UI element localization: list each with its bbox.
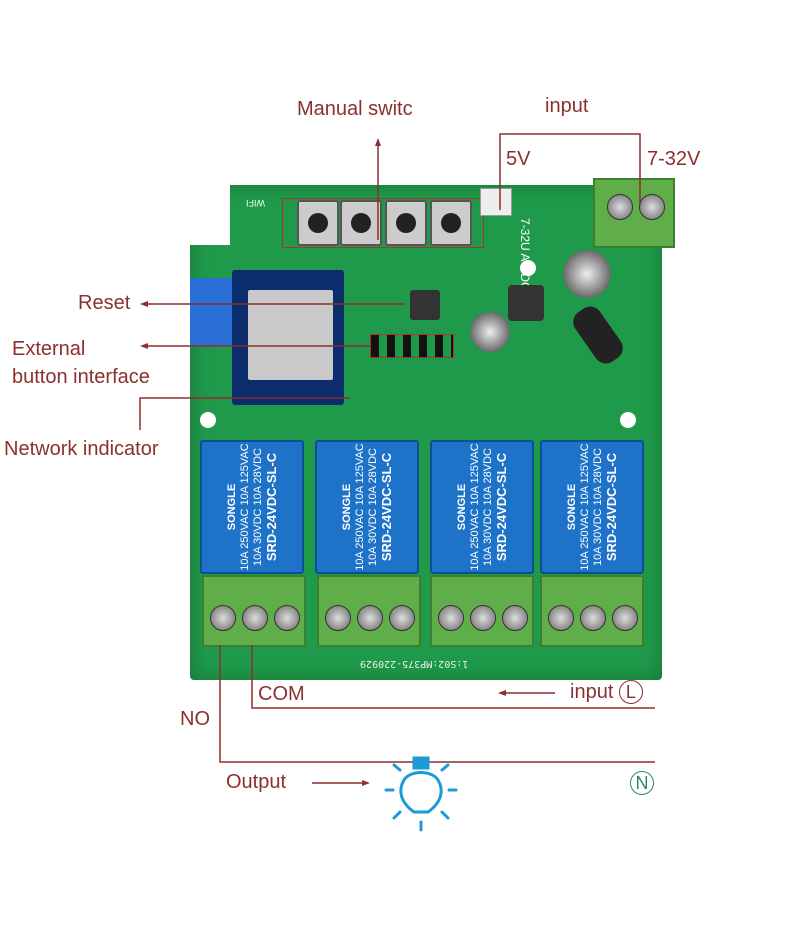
input-live-label: input L [570,680,643,704]
antenna [190,278,235,346]
manual-switch-3[interactable] [385,200,427,246]
7-32v-label: 7-32V [647,148,701,170]
external-button-label-line1: External [12,338,86,360]
manual-switch-label: Manual switc [297,98,413,120]
capacitor [470,312,510,352]
relay-terminal-3 [430,575,534,647]
neutral-label: N [630,771,654,795]
mount-hole [620,412,636,428]
relay-terminal-1 [202,575,306,647]
input-live-text: input [570,681,614,703]
manual-switch-2[interactable] [340,200,382,246]
mount-hole [200,412,216,428]
switch-highlight [282,198,484,248]
manual-switch-4[interactable] [430,200,472,246]
reset-label: Reset [78,292,131,314]
module-shield [248,290,333,380]
inductor [508,285,544,321]
relay-terminal-4 [540,575,644,647]
capacitor [563,250,611,298]
usb-5v-port [480,188,512,216]
network-indicator-label: Network indicator [4,438,159,460]
no-label: NO [180,708,210,730]
reset-button[interactable] [410,290,440,320]
external-button-label-line2: button interface [12,366,150,388]
5v-label: 5V [506,148,531,170]
external-button-header [370,334,454,358]
power-terminal [593,178,675,248]
relay-terminal-2 [317,575,421,647]
input-power-label: input [545,95,589,117]
output-label: Output [226,771,287,793]
light-bulb-icon [384,756,458,832]
com-label: COM [258,683,305,705]
neutral-symbol: N [630,771,654,795]
live-symbol: L [618,680,643,704]
mount-hole [520,260,536,276]
manual-switch-1[interactable] [297,200,339,246]
mount-hole [200,200,216,216]
